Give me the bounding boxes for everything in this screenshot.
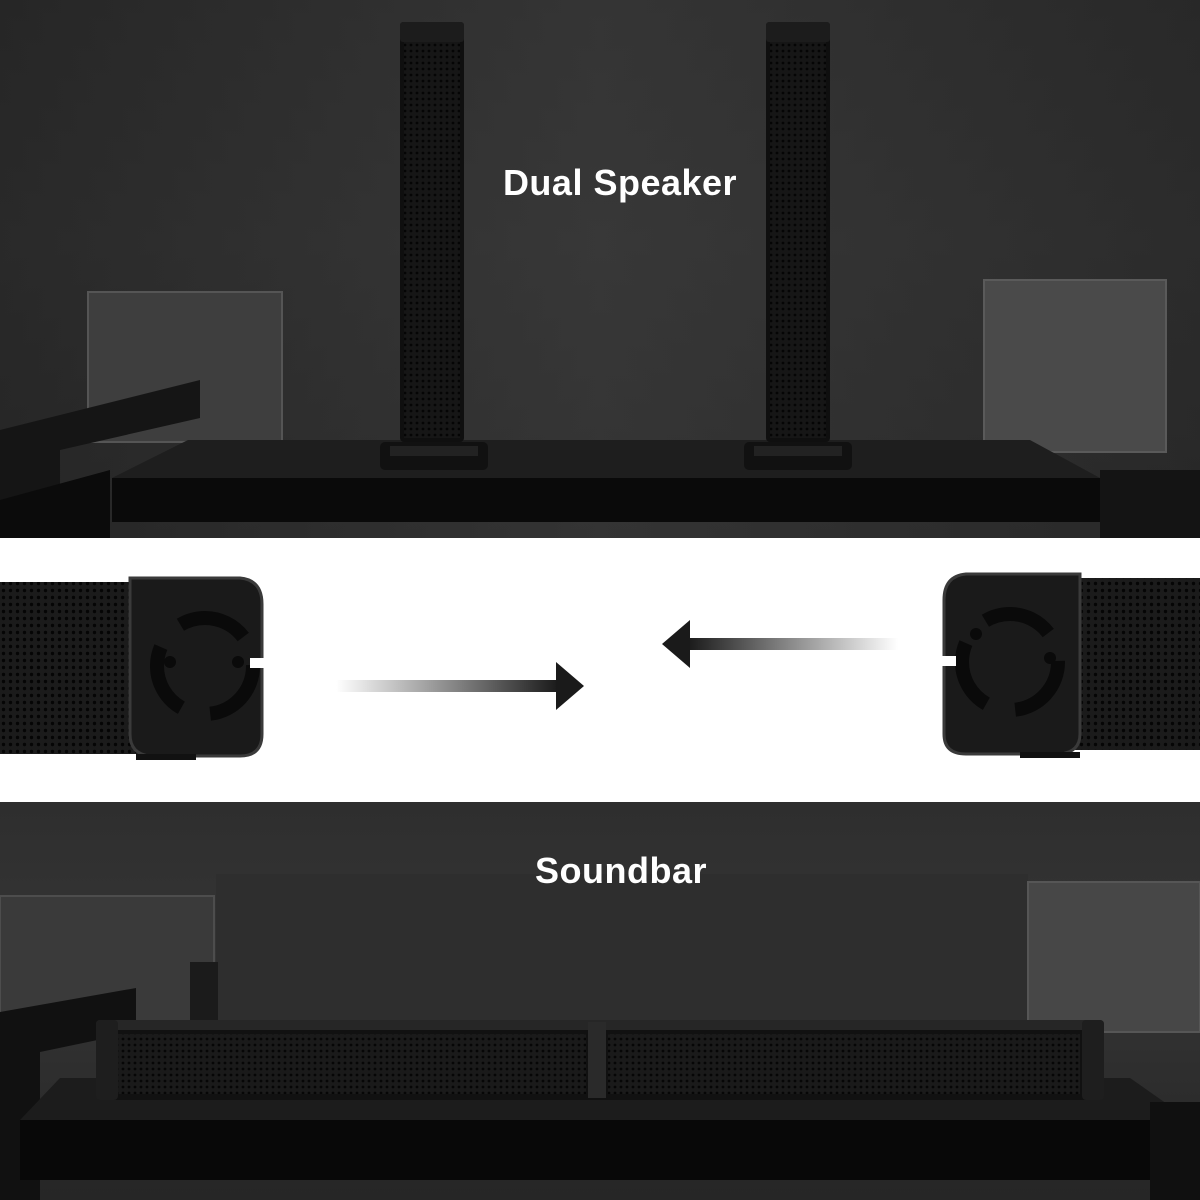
arrow-right-icon — [336, 662, 584, 710]
arrow-left-icon — [662, 620, 898, 668]
shelf — [112, 440, 1100, 478]
tower-speaker-right — [744, 22, 852, 470]
speaker-end-left — [0, 576, 264, 760]
connection-panel — [0, 538, 1200, 802]
soundbar — [96, 1020, 1104, 1100]
soundbar-caption: Soundbar — [535, 850, 707, 891]
tower-speaker-left — [380, 22, 488, 470]
glass-panel-right — [1027, 881, 1200, 1033]
connection-scene — [0, 572, 1200, 760]
tv-backdrop — [216, 874, 1028, 1024]
dual-speaker-caption: Dual Speaker — [502, 162, 738, 203]
soundbar-scene — [0, 874, 1200, 1200]
soundbar-panel: Soundbar — [0, 802, 1200, 1200]
dual-speaker-scene — [0, 0, 1200, 538]
speaker-end-right — [942, 572, 1200, 758]
glass-panel-right — [983, 279, 1167, 453]
dual-speaker-panel: Dual Speaker — [0, 0, 1200, 538]
